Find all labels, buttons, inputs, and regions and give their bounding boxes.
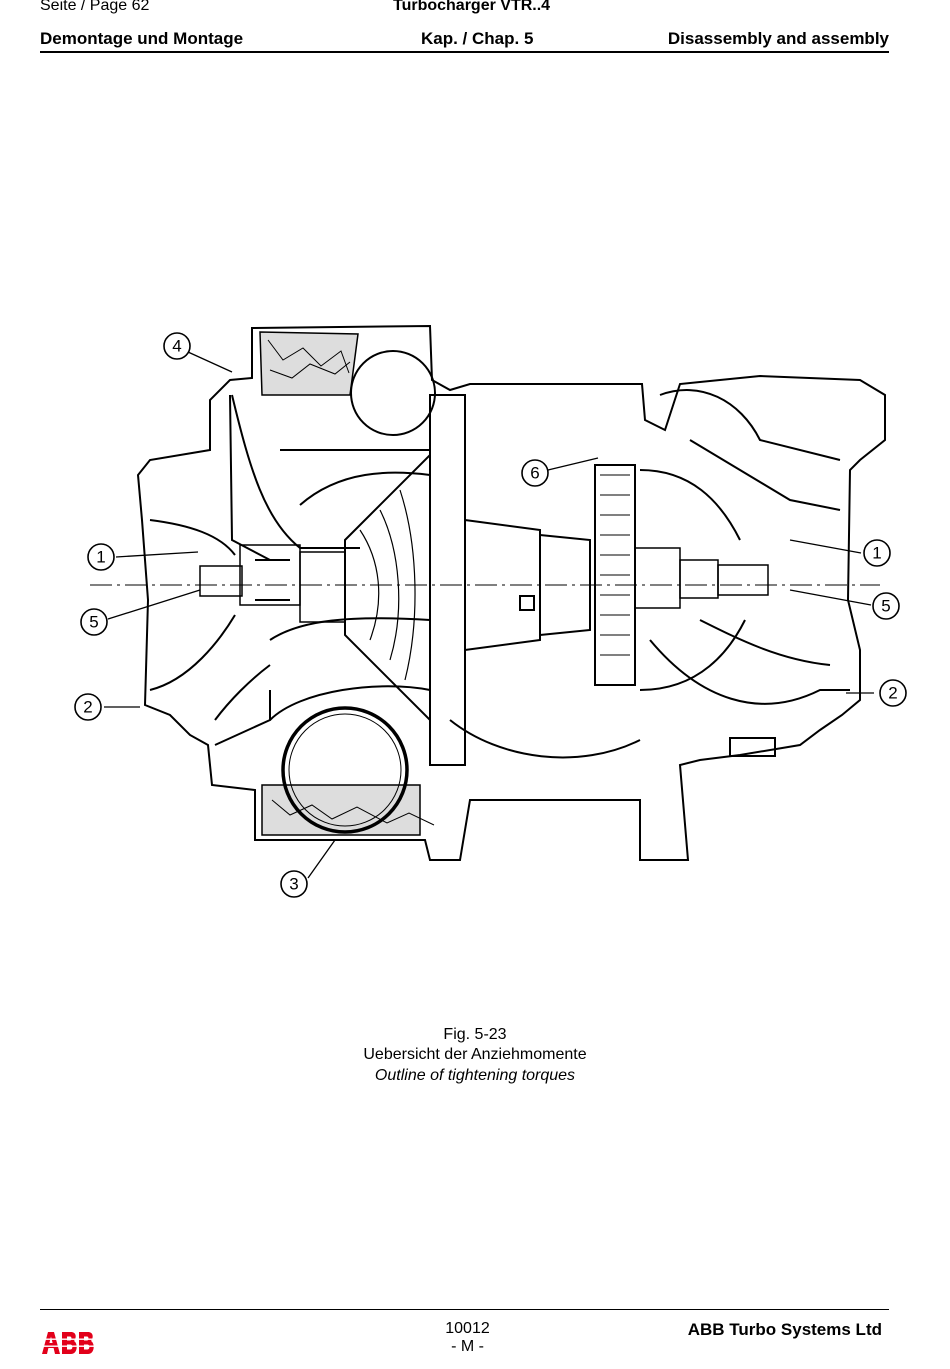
document-title: Turbocharger VTR..4 xyxy=(393,0,551,14)
callout-label: 4 xyxy=(172,337,181,356)
page-number: Seite / Page 62 xyxy=(40,0,150,14)
callout-circle xyxy=(521,459,549,487)
callout-label: 3 xyxy=(289,875,298,894)
abb-logo xyxy=(40,1332,98,1354)
callout-circles xyxy=(74,332,907,898)
callout-circle xyxy=(872,592,900,620)
callout-circle xyxy=(87,543,115,571)
figure-caption-en: Outline of tightening torques xyxy=(374,1067,576,1084)
document-number: 10012 xyxy=(445,1320,490,1337)
bearing-left xyxy=(239,544,301,606)
section-title-en: Disassembly and assembly xyxy=(667,29,889,48)
rotor-disk xyxy=(429,394,466,766)
footer-rule xyxy=(40,1309,889,1310)
figure-caption-de: Uebersicht der Anziehmomente xyxy=(363,1046,587,1063)
callout-circle xyxy=(879,679,907,707)
abb-logo-mark xyxy=(40,1332,98,1354)
callout-label: 2 xyxy=(83,698,92,717)
turbocharger-cross-section-drawing: 4 6 1 1 5 5 2 2 3 xyxy=(74,324,907,898)
casing-outline xyxy=(136,324,886,861)
callout-label: 1 xyxy=(96,548,105,567)
callout-circle xyxy=(163,332,191,360)
volute-upper xyxy=(350,350,436,436)
insulation-upper xyxy=(259,331,359,396)
header-bar: Demontage und Montage Kap. / Chap. 5 Dis… xyxy=(40,29,889,53)
drawing-linework xyxy=(90,324,886,861)
figure-number: Fig. 5-23 xyxy=(443,1026,507,1043)
chapter-label: Kap. / Chap. 5 xyxy=(421,29,534,48)
callout-label: 2 xyxy=(888,684,897,703)
bearing-right xyxy=(679,559,719,599)
callout-circle xyxy=(74,693,102,721)
document-revision: - M - xyxy=(451,1338,484,1355)
callout-circle xyxy=(80,608,108,636)
callout-label: 1 xyxy=(872,544,881,563)
callout-label: 6 xyxy=(530,464,539,483)
callout-label: 5 xyxy=(89,613,98,632)
callout-circle xyxy=(280,870,308,898)
callout-circle xyxy=(863,539,891,567)
company-name: ABB Turbo Systems Ltd xyxy=(687,1320,882,1339)
section-title-de: Demontage und Montage xyxy=(40,29,244,48)
callout-label: 5 xyxy=(881,597,890,616)
o-ring-seal xyxy=(281,706,409,834)
compressor-wheel xyxy=(344,452,431,723)
callout-leaders xyxy=(104,351,874,879)
